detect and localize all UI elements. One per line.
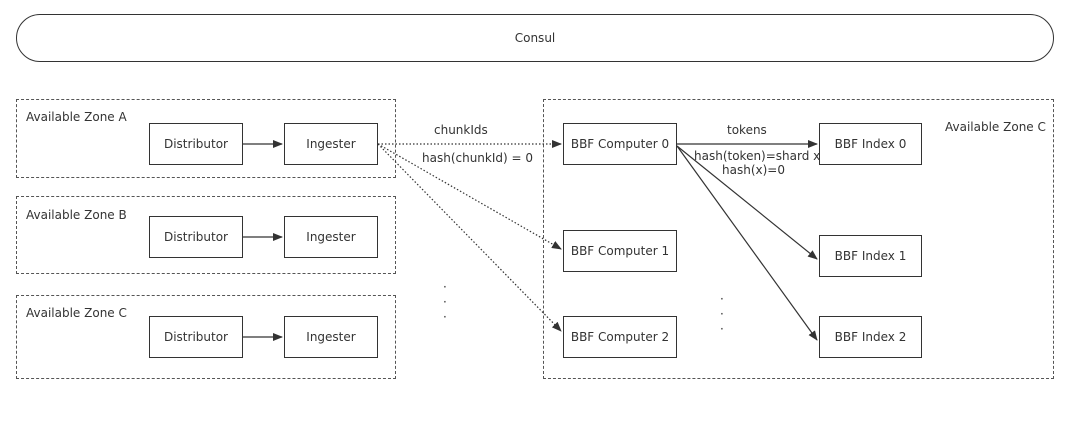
zone-c-ingester: Ingester [284,316,378,358]
label-hash-token: hash(token)=shard x [694,149,821,163]
zone-b-ingester: Ingester [284,216,378,258]
ellipsis-dot: · [443,280,447,294]
zone-a-ingester: Ingester [284,123,378,165]
edge-ingester-computer-2 [377,143,562,332]
ellipsis-dot: · [720,322,724,336]
bbf-computer-2: BBF Computer 2 [563,316,677,358]
zone-c [16,295,396,379]
compute-zone-label: Available Zone C [945,120,1046,134]
bbf-index-1: BBF Index 1 [819,235,922,277]
label-hash-x: hash(x)=0 [722,163,785,177]
label-chunk-ids: chunkIds [434,123,488,137]
ellipsis-dot: · [443,295,447,309]
consul-bar: Consul [16,14,1054,62]
edge-computer0-index1 [676,145,818,260]
zone-b [16,196,396,274]
bbf-computer-1: BBF Computer 1 [563,230,677,272]
bbf-index-2: BBF Index 2 [819,316,922,358]
zone-b-distributor: Distributor [149,216,243,258]
zone-c-label: Available Zone C [26,306,127,320]
bbf-computer-0: BBF Computer 0 [563,123,677,165]
zone-c-distributor: Distributor [149,316,243,358]
bbf-index-0: BBF Index 0 [819,123,922,165]
zone-a [16,99,396,178]
ellipsis-dot: · [443,310,447,324]
label-tokens: tokens [727,123,767,137]
label-hash-chunk: hash(chunkId) = 0 [422,151,534,165]
compute-zone [543,99,1054,379]
ellipsis-dot: · [720,307,724,321]
consul-label: Consul [514,31,556,45]
edge-computer0-index2 [676,145,818,341]
zone-b-label: Available Zone B [26,208,127,222]
zone-a-label: Available Zone A [26,110,127,124]
zone-a-distributor: Distributor [149,123,243,165]
ellipsis-dot: · [720,292,724,306]
edge-ingester-computer-1 [377,143,562,250]
